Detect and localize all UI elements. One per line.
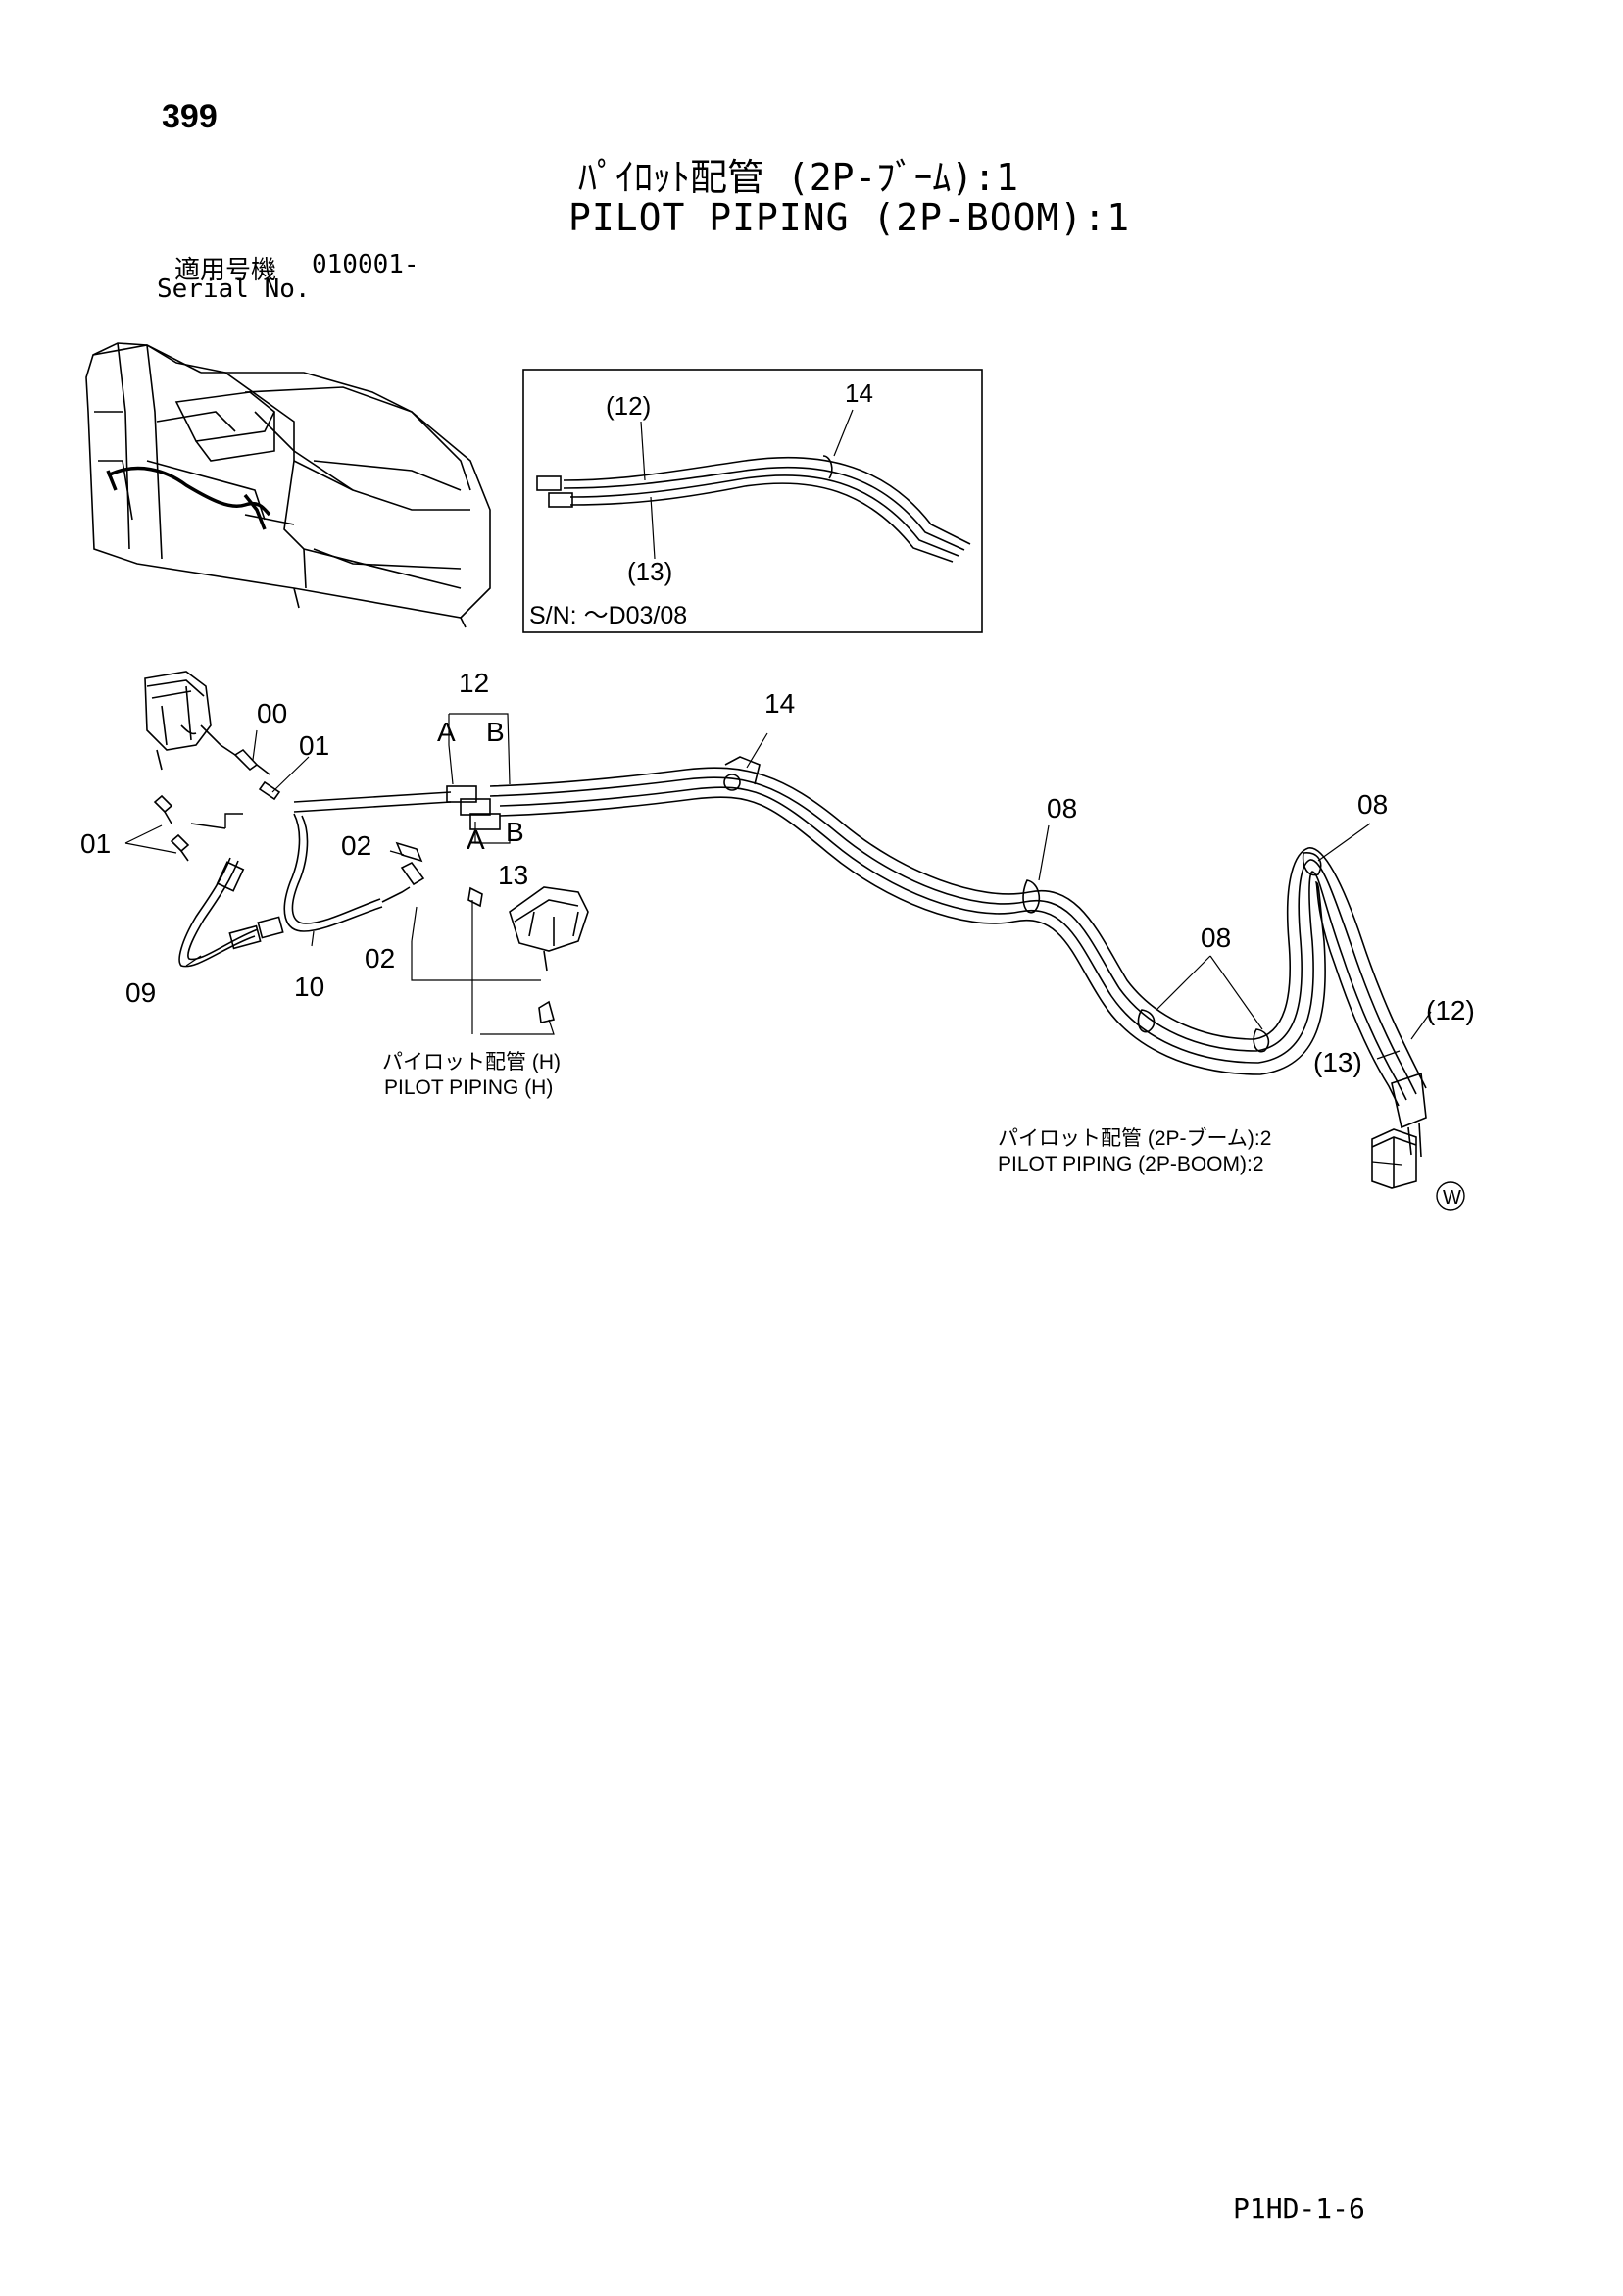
serial-label-japanese: 適用号機 bbox=[174, 256, 277, 285]
callout-02-upper: 02 bbox=[341, 830, 371, 861]
callout-02-lower: 02 bbox=[365, 943, 395, 973]
inset-detail: (12) 14 (13) S/N: ～D03/08 bbox=[522, 369, 983, 633]
callout-13: 13 bbox=[498, 860, 528, 890]
reference-pilot-2p-jp: パイロット配管 (2P-ブーム):2 bbox=[998, 1127, 1271, 1150]
main-hose-12-13 bbox=[293, 767, 1427, 1158]
callout-00: 00 bbox=[257, 698, 287, 728]
reference-pilot-h-jp: パイロット配管 (H) bbox=[382, 1051, 561, 1073]
machine-overview-sketch bbox=[85, 342, 491, 628]
inset-frame bbox=[522, 369, 983, 633]
serial-number: 010001- bbox=[312, 250, 419, 279]
hoses-09-10 bbox=[178, 813, 411, 968]
fittings-02 bbox=[395, 841, 483, 908]
inset-label-14: 14 bbox=[845, 378, 873, 408]
w-mark-label: W bbox=[1443, 1187, 1461, 1209]
reference-pilot-h-en: PILOT PIPING (H) bbox=[384, 1076, 553, 1099]
reference-captions: パイロット配管 (H) PILOT PIPING (H) パイロット配管 (2P… bbox=[382, 1051, 1271, 1175]
pilot-valve-left bbox=[144, 671, 236, 771]
pilot-valve-center bbox=[509, 886, 589, 1023]
callout-12-a: A bbox=[437, 717, 456, 747]
footer-code: P1HD-1-6 bbox=[1233, 2192, 1365, 2224]
callout-14: 14 bbox=[764, 688, 795, 719]
inset-label-12: (12) bbox=[606, 391, 651, 421]
page-title-japanese: ﾊﾟｲﾛｯﾄ配管 (2P-ﾌﾞｰﾑ):1 bbox=[578, 156, 1019, 199]
bracket-lines-left bbox=[190, 813, 243, 829]
w-mark-circle bbox=[1436, 1181, 1465, 1211]
inset-serial-note: S/N: ～D03/08 bbox=[529, 602, 687, 629]
page-title-english: PILOT PIPING (2P-BOOM):1 bbox=[568, 196, 1131, 239]
reference-pilot-2p-en: PILOT PIPING (2P-BOOM):2 bbox=[998, 1153, 1264, 1175]
terminal-block-right bbox=[1371, 1128, 1417, 1189]
callout-08-b: 08 bbox=[1201, 923, 1231, 953]
serial-label-english: Serial No. bbox=[157, 275, 311, 304]
clamp-14 bbox=[723, 756, 761, 791]
leader-lines bbox=[124, 713, 1432, 1166]
callout-12-b: B bbox=[486, 717, 505, 747]
callout-09: 09 bbox=[125, 977, 156, 1008]
callout-01-upper: 01 bbox=[299, 730, 329, 761]
callout-13-paren: (13) bbox=[1313, 1047, 1362, 1077]
inset-label-13: (13) bbox=[627, 557, 672, 586]
page-number: 399 bbox=[162, 98, 218, 135]
callout-08-c: 08 bbox=[1357, 789, 1388, 820]
callout-08-a: 08 bbox=[1047, 793, 1077, 824]
callout-13-a: A bbox=[467, 824, 485, 855]
callout-12-paren: (12) bbox=[1426, 995, 1475, 1025]
callout-10: 10 bbox=[294, 972, 324, 1002]
callout-labels: 00 01 01 02 02 09 10 12 A B 13 A B 14 08… bbox=[80, 668, 1475, 1077]
callout-01-left: 01 bbox=[80, 828, 111, 859]
callout-13-b: B bbox=[506, 817, 524, 847]
clamps-08 bbox=[1022, 852, 1322, 1053]
overview-hose-path bbox=[106, 466, 271, 530]
callout-12: 12 bbox=[459, 668, 489, 698]
fittings-left bbox=[153, 748, 281, 862]
